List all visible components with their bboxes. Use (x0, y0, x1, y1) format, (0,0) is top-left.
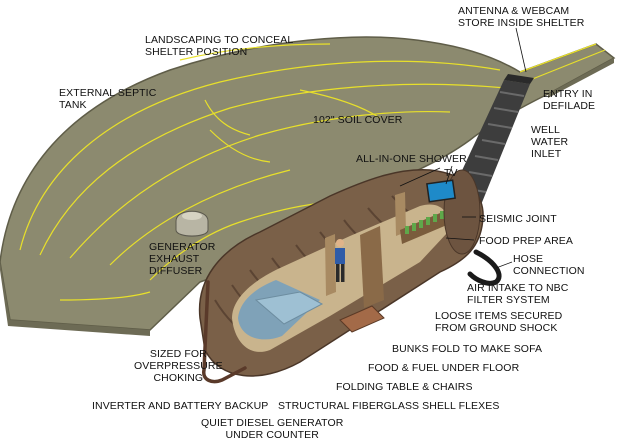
food-fuel-label: FOOD & FUEL UNDER FLOOR (368, 362, 520, 374)
folding-table-label: FOLDING TABLE & CHAIRS (336, 381, 473, 393)
bunks-label: BUNKS FOLD TO MAKE SOFA (392, 343, 543, 355)
fiberglass-label: STRUCTURAL FIBERGLASS SHELL FLEXES (278, 400, 500, 412)
food-prep-label: FOOD PREP AREA (479, 235, 573, 247)
entry-label: ENTRY IN DEFILADE (543, 88, 596, 112)
shower-label: ALL-IN-ONE SHOWER (356, 153, 467, 165)
septic-label: EXTERNAL SEPTIC TANK (59, 87, 157, 111)
generator-exhaust-label: GENERATOR EXHAUST DIFFUSER (149, 241, 216, 277)
tv-label: TV (444, 167, 458, 179)
terrain-edge-right (548, 44, 614, 98)
sized-label: SIZED FOR OVERPRESSURE CHOKING (134, 348, 223, 384)
inverter-label: INVERTER AND BATTERY BACKUP (92, 400, 269, 412)
person-figure-icon (335, 239, 345, 282)
generator-exhaust-diffuser-icon (175, 210, 209, 237)
tv-screen-icon (426, 179, 456, 203)
soil-cover-label: 102" SOIL COVER (313, 114, 403, 126)
hose-label: HOSE CONNECTION (513, 253, 585, 277)
seismic-label: SEISMIC JOINT (479, 213, 557, 225)
landscaping-label: LANDSCAPING TO CONCEAL SHELTER POSITION (145, 34, 294, 58)
well-label: WELL WATER INLET (531, 124, 569, 160)
bunk-cushions (254, 291, 324, 325)
landscape-lines (19, 43, 606, 301)
air-intake-label: AIR INTAKE TO NBC FILTER SYSTEM (467, 282, 569, 306)
leader-lines (399, 27, 527, 269)
loose-items-label: LOOSE ITEMS SECURED FROM GROUND SHOCK (435, 310, 563, 334)
terrain-surface (0, 36, 616, 331)
external-pipes (202, 249, 502, 384)
antenna-label: ANTENNA & WEBCAM STORE INSIDE SHELTER (458, 5, 585, 29)
terrain-slab (0, 36, 616, 336)
quiet-diesel-label: QUIET DIESEL GENERATOR UNDER COUNTER (201, 417, 344, 441)
